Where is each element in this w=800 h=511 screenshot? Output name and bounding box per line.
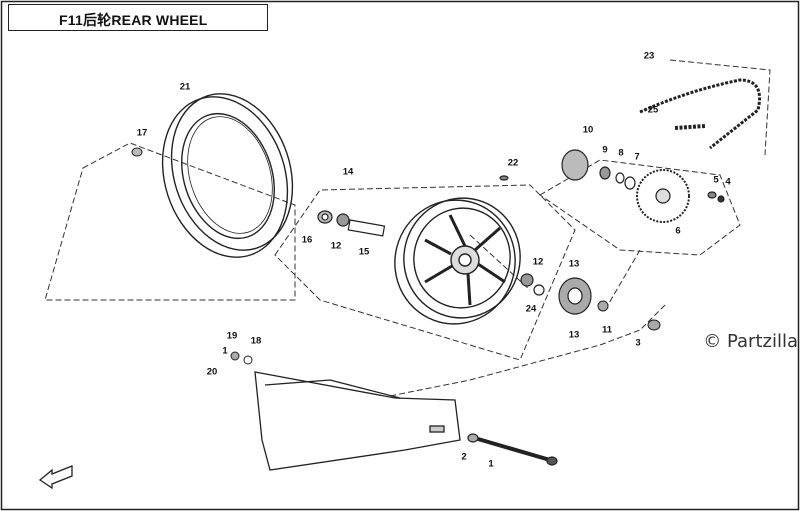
valve-17 [131,147,143,157]
callout-13: 13 [568,258,580,270]
callout-6: 6 [675,225,681,237]
callout-13: 13 [568,329,580,341]
callout-22: 22 [507,157,519,169]
collar-11 [597,300,609,312]
callout-11: 11 [601,324,613,336]
callout-1: 1 [222,345,228,357]
callout-12: 12 [532,256,544,268]
callout-4: 4 [725,176,731,188]
callout-2: 2 [461,451,467,463]
callout-21: 21 [179,81,191,93]
callout-12: 12 [330,240,342,252]
chain [639,78,761,150]
wheel-rim [394,197,521,325]
swingarm [254,371,461,471]
callout-14: 14 [342,166,354,178]
diagram-title: F11后轮REAR WHEEL [59,12,208,28]
callout-3: 3 [635,337,641,349]
callout-24: 24 [525,303,537,315]
leader-6 [604,249,641,311]
callout-10: 10 [582,124,594,136]
front-arrow-icon [38,465,73,490]
collar-3 [647,319,661,331]
bolt-19 [230,351,240,361]
callout-20: 20 [206,366,218,378]
washer-18 [243,355,253,365]
sprocket-assembly [561,149,725,223]
title-box: F11后轮REAR WHEEL [8,4,268,31]
chain-group-outline [669,59,771,156]
callout-9: 9 [602,144,608,156]
spacer-bearing-group [317,175,545,296]
axle-leader [319,304,666,411]
callout-18: 18 [250,335,262,347]
axle [467,433,558,466]
watermark: © Partzilla [703,331,798,352]
callout-16: 16 [301,234,313,246]
sprocket-group-outline [539,159,741,256]
tire-group-outline [44,142,296,301]
callout-7: 7 [634,151,640,163]
damper [558,277,592,315]
callout-19: 19 [226,330,238,342]
tire [161,93,294,258]
callout-15: 15 [358,246,370,258]
callout-8: 8 [618,147,624,159]
callout-23: 23 [643,50,655,62]
wheel-group-outline [274,184,576,361]
callout-17: 17 [136,127,148,139]
callout-1: 1 [488,458,494,470]
callout-25: 25 [647,104,659,116]
callout-5: 5 [713,174,719,186]
